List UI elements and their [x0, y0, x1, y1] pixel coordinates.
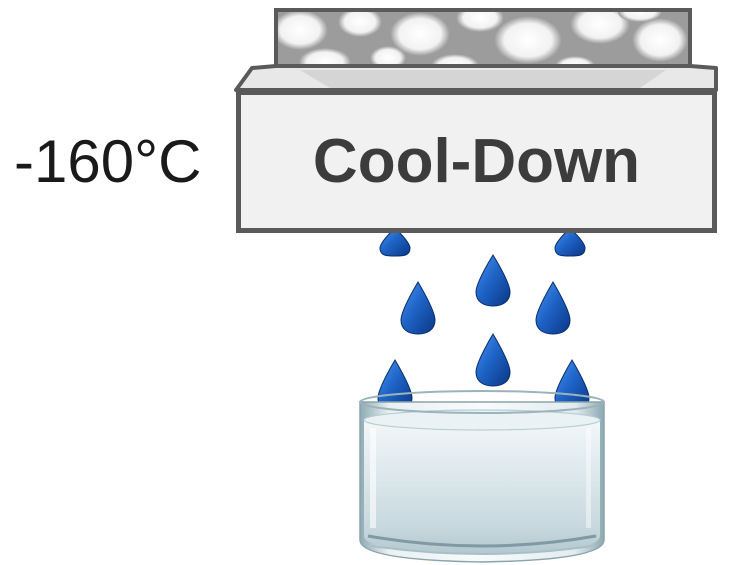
cool-down-stage-box: Cool-Down [236, 90, 717, 233]
water-droplet-icon [475, 333, 511, 387]
water-droplet-icon [475, 254, 511, 307]
glass-bowl-icon [359, 390, 605, 563]
water-droplet-icon [535, 281, 571, 335]
water-droplets [377, 227, 590, 413]
water-droplet-icon [554, 227, 586, 257]
water-droplet-icon [379, 227, 411, 257]
stage-title: Cool-Down [312, 126, 641, 196]
porous-material-icon [234, 8, 718, 92]
water-droplet-icon [400, 281, 436, 335]
temperature-label: -160°C [14, 128, 202, 195]
